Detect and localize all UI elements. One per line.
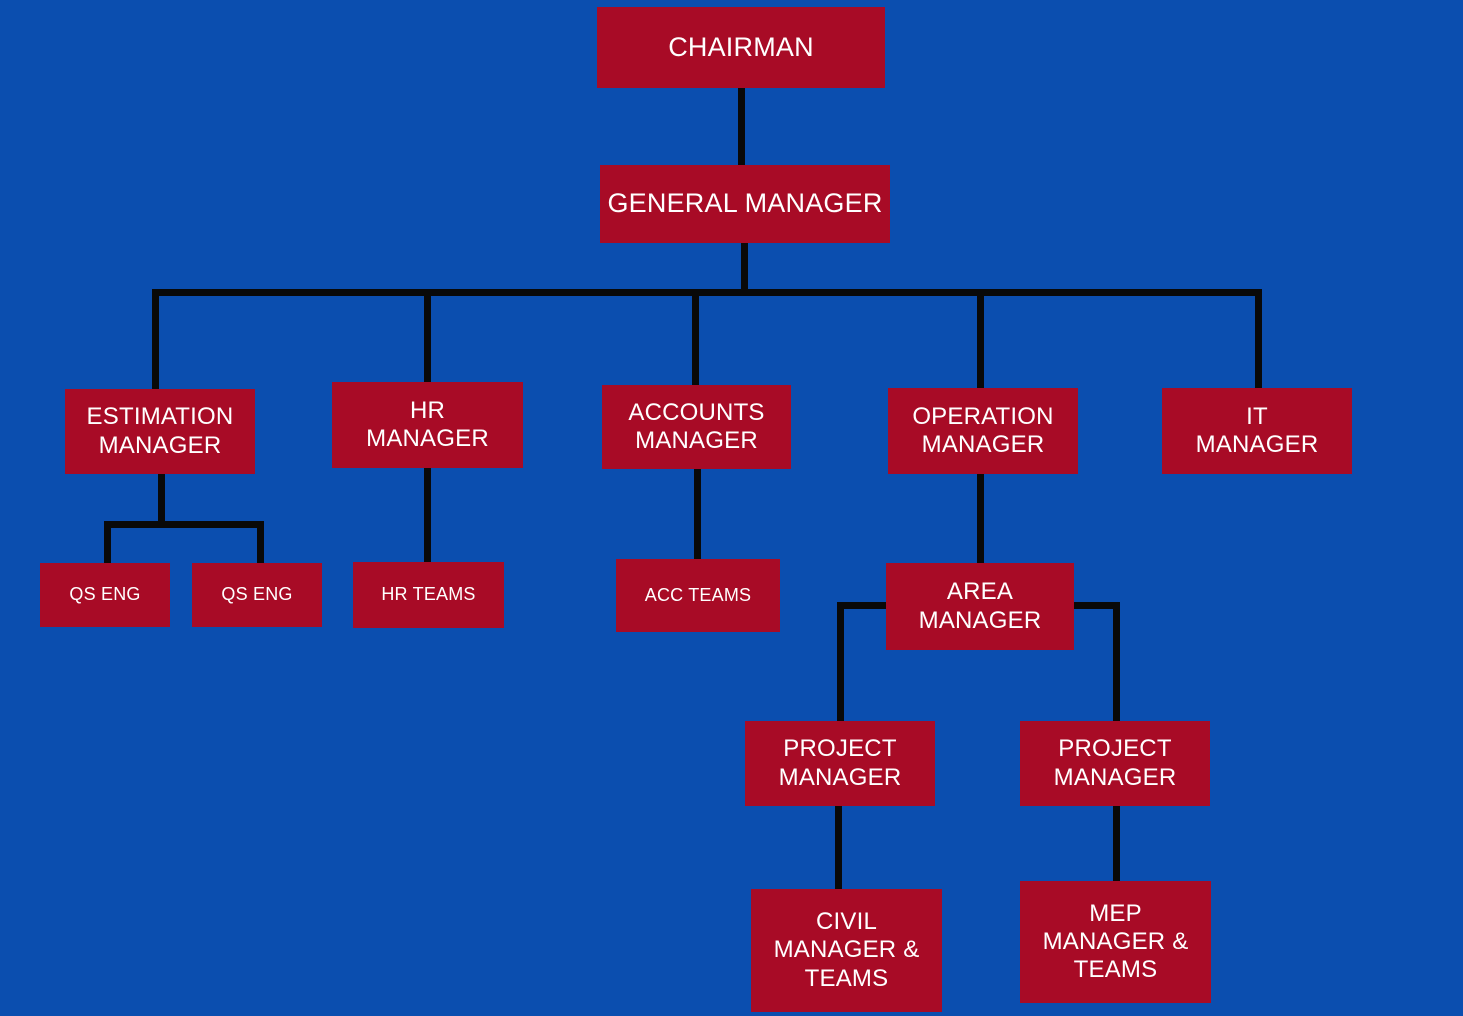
node-general-manager[interactable]: GENERAL MANAGER (600, 165, 890, 243)
connector-estimation-stem (158, 473, 165, 525)
connector-pm2-to-mep (1113, 804, 1120, 884)
connector-accounts-to-accteams (694, 468, 701, 560)
connector-area-to-pm1 (837, 602, 844, 722)
connector-bus-to-it (1255, 289, 1262, 389)
connector-estimation-bus (104, 521, 264, 528)
node-mep-manager-teams[interactable]: MEP MANAGER & TEAMS (1020, 881, 1211, 1003)
connector-hr-to-hrteams (424, 467, 431, 564)
node-operation-manager[interactable]: OPERATION MANAGER (888, 388, 1078, 474)
connector-bus-to-accounts (692, 289, 699, 387)
node-chairman[interactable]: CHAIRMAN (597, 7, 885, 88)
connector-gm-to-bus (741, 241, 748, 296)
node-qs-engineer-1[interactable]: QS ENG (40, 563, 170, 627)
connector-bus-to-operation (977, 289, 984, 389)
node-accounts-manager[interactable]: ACCOUNTS MANAGER (602, 385, 791, 469)
connector-bus-to-hr (424, 289, 431, 384)
node-project-manager-2[interactable]: PROJECT MANAGER (1020, 721, 1210, 806)
connector-area-bus-left (837, 602, 892, 609)
connector-bus-level2 (152, 289, 1262, 296)
node-civil-manager-teams[interactable]: CIVIL MANAGER & TEAMS (751, 889, 942, 1012)
connector-operation-to-area (977, 473, 984, 565)
connector-area-to-pm2 (1113, 602, 1120, 722)
node-it-manager[interactable]: IT MANAGER (1162, 388, 1352, 474)
connector-pm1-to-civil (835, 804, 842, 892)
node-hr-teams[interactable]: HR TEAMS (353, 562, 504, 628)
connector-estimation-to-qs2 (257, 521, 264, 565)
node-acc-teams[interactable]: ACC TEAMS (616, 559, 780, 632)
node-qs-engineer-2[interactable]: QS ENG (192, 563, 322, 627)
connector-bus-to-estimation (152, 289, 159, 391)
connector-area-bus-right (1070, 602, 1120, 609)
connector-chairman-to-gm (738, 86, 745, 168)
node-project-manager-1[interactable]: PROJECT MANAGER (745, 721, 935, 806)
node-hr-manager[interactable]: HR MANAGER (332, 382, 523, 468)
node-estimation-manager[interactable]: ESTIMATION MANAGER (65, 389, 255, 474)
connector-estimation-to-qs1 (104, 521, 111, 565)
node-area-manager[interactable]: AREA MANAGER (886, 563, 1074, 650)
